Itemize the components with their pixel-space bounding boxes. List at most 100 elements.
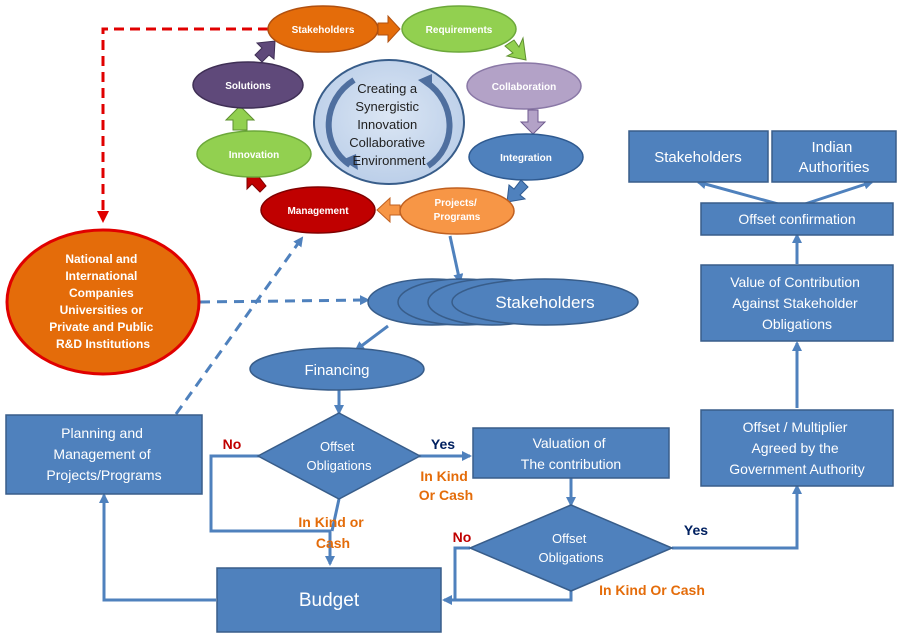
planning-line-1: Planning and [61,425,143,441]
inkind-cash-label-1-line-1: In Kind [420,468,467,484]
offset2-no-arrow [442,546,470,605]
svg-text:Offset Obligations: Offset Obligations [306,439,372,473]
cycle-stakeholders-label: Stakeholders [292,25,355,36]
svg-text:In Kind Or Cash: In Kind Or Cash [419,468,473,503]
center-line-5: Environment [353,153,426,168]
cycle-integration-label: Integration [500,153,552,164]
center-line-3: Innovation [357,117,417,132]
out-stakeholders-box: Stakeholders [628,130,769,183]
offset2-line-2: Obligations [538,550,604,565]
cycle-center-arrowhead-right [418,74,432,90]
cycle-requirements-label: Requirements [426,25,493,36]
offset-obligations-diamond-2: Offset Obligations [468,504,674,592]
no-label-1: No [223,436,242,452]
projects-to-stakeholders-arrow [448,235,464,284]
svg-text:National and Internation: National and International Companies Uni… [49,252,156,351]
cycle-node-stakeholders: Stakeholders [267,5,379,53]
national-line-3: Companies [69,286,134,300]
national-to-stakeholders-arrow [199,295,370,306]
multiplier-box: Offset / Multiplier Agreed by the Govern… [700,409,894,487]
svg-text:Offset Obligations: Offset Obligations [538,531,604,565]
multiplier-line-1: Offset / Multiplier [743,419,848,435]
indian-line-2: Authorities [799,159,870,176]
stakeholders-stack-node: Stakeholders [367,278,639,326]
indian-line-1: Indian [811,139,852,156]
cycle-node-integration: Integration [468,133,584,181]
offset1-line-1: Offset [320,439,355,454]
stakeholders-stack-label: Stakeholders [495,293,594,312]
offset-to-budget-arrow [330,498,341,532]
multiplier-line-2: Agreed by the [751,440,838,456]
arrow-integration-projects [506,179,529,203]
cycle-node-innovation: Innovation [196,130,312,178]
svg-text:Indian Authorities: Indian Authorities [799,139,870,176]
budget-to-planning-arrow [99,493,216,602]
offset-obligations-diamond-1: Offset Obligations [256,412,422,500]
offset2-yes-arrow [672,484,802,550]
cycle-node-collaboration: Collaboration [466,62,582,110]
arrow-collaboration-integration [519,109,547,135]
inkind-cash-label-3: In Kind Or Cash [599,582,705,598]
national-line-1: National and [65,252,137,266]
cycle-projects-line-1: Projects/ [434,198,476,209]
national-line-2: International [65,269,137,283]
planning-line-2: Management of [53,446,150,462]
value-line-2: Against Stakeholder [732,295,858,311]
center-line-2: Synergistic [355,99,419,114]
multiplier-line-3: Government Authority [729,461,864,477]
arrow-stakeholders-requirements [377,14,401,44]
confirmation-to-indian-arrow [804,179,874,206]
national-line-4: Universities or [60,303,144,317]
offset1-line-2: Obligations [306,458,372,473]
svg-text:Planning and Management: Planning and Management of Projects/Prog… [46,425,161,483]
cycle-management-label: Management [287,206,349,217]
value-contribution-box: Value of Contribution Against Stakeholde… [700,264,894,342]
svg-text:Offset / Multiplier Agre: Offset / Multiplier Agreed by the Govern… [729,419,864,477]
national-line-6: R&D Institutions [56,337,150,351]
svg-text:Creating a Synergistic: Creating a Synergistic Innovation Collab… [349,81,429,168]
offset-confirmation-label: Offset confirmation [738,211,855,227]
arrow-projects-management [376,196,401,224]
value-line-3: Obligations [762,316,832,332]
budget-box: Budget [216,567,442,633]
offset-confirmation-box: Offset confirmation [700,202,894,236]
planning-box: Planning and Management of Projects/Prog… [5,414,203,495]
cycle-solutions-label: Solutions [225,81,271,92]
inkind-cash-label-1-line-2: Or Cash [419,487,473,503]
svg-text:Projects/ Programs: Projects/ Programs [434,198,481,223]
stakeholders-to-financing-arrow [354,324,389,352]
valuation-line-2: The contribution [521,456,621,472]
inkind-cash-label-2-line-1: In Kind or [298,514,364,530]
valuation-line-1: Valuation of [533,435,606,451]
financing-node: Financing [249,347,425,391]
indian-authorities-box: Indian Authorities [771,130,897,183]
cycle-center-arrow-right [424,79,453,169]
planning-to-management-arrow [174,236,304,415]
cycle-node-management: Management [260,186,376,234]
svg-text:Value of Contribution Ag: Value of Contribution Against Stakeholde… [730,274,864,332]
cycle-projects-line-2: Programs [434,212,481,223]
cycle-center-circle [313,59,465,185]
center-line-1: Creating a [357,81,418,96]
planning-line-3: Projects/Programs [46,467,161,483]
confirmation-to-stakeholders-arrow [696,179,779,206]
no-label-2: No [453,529,472,545]
svg-text:Valuation of The contrib: Valuation of The contribution [521,435,621,472]
offset-no-arrow [209,454,335,566]
yes-label-2: Yes [684,522,708,538]
out-stakeholders-label: Stakeholders [654,149,742,166]
budget-label: Budget [299,590,360,611]
arrow-solutions-stakeholders [254,40,276,63]
valuation-box: Valuation of The contribution [472,427,670,479]
cycle-collaboration-label: Collaboration [492,82,556,93]
offset2-line-1: Offset [552,531,587,546]
inkind-cash-label-2-line-2: Cash [316,535,350,551]
cycle-node-projects: Projects/ Programs [399,187,515,235]
national-institutions-node: National and International Companies Uni… [5,228,201,376]
cycle-node-requirements: Requirements [401,5,517,53]
national-line-5: Private and Public [49,320,153,334]
cycle-center-arrowhead-left [342,154,358,170]
financing-label: Financing [304,362,369,379]
offset2-down-arrow [455,590,573,602]
